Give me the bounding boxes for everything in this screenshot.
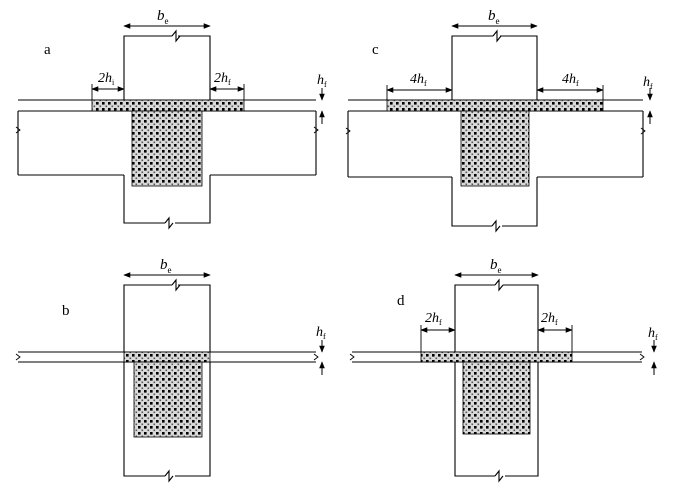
be-symbol-d: be — [490, 257, 502, 275]
left-flange-label-c: 4hf — [410, 72, 427, 88]
column-outline-b — [123, 284, 211, 352]
be-symbol-b: be — [160, 257, 172, 275]
effective-web-a — [131, 110, 203, 187]
column-below-d — [454, 362, 539, 477]
break-mark-right-d — [639, 353, 645, 361]
panel-label-c: c — [372, 42, 379, 58]
right-flange-label-a: 2hf — [214, 71, 231, 87]
column-below-b — [123, 362, 211, 477]
hf-label-c: hf — [643, 75, 653, 91]
be-symbol-c: be — [488, 8, 500, 26]
column-below-break-c — [491, 219, 501, 233]
effective-web-c — [460, 110, 530, 187]
effective-web-b — [133, 361, 203, 438]
column-below-break-b — [164, 469, 174, 483]
panel-label-d: d — [397, 293, 405, 309]
column-outline-d — [454, 284, 539, 352]
break-mark-left-b — [15, 353, 21, 361]
break-mark-right-c — [640, 127, 646, 135]
panel-c: c be 4hf 4hf hf — [345, 8, 653, 233]
effective-web-d — [462, 361, 531, 435]
break-mark-right-a — [313, 126, 319, 134]
column-outline-a — [123, 35, 211, 100]
panel-label-a: a — [44, 42, 51, 58]
panel-label-b: b — [62, 303, 70, 319]
left-flange-label-a: 2hi — [98, 71, 115, 87]
column-break-mark-a — [171, 29, 181, 43]
effective-flange-a — [91, 99, 245, 112]
hf-label-d: hf — [648, 326, 658, 342]
effective-flange-d — [420, 351, 573, 363]
break-mark-right-b — [313, 353, 319, 361]
left-flange-label-d: 2hf — [425, 311, 442, 327]
right-flange-label-c: 4hf — [562, 72, 579, 88]
hf-label-a: hf — [317, 73, 327, 89]
column-below-c — [451, 177, 538, 227]
column-below-break-a — [164, 216, 174, 230]
break-mark-left-a — [15, 126, 21, 134]
hf-label-b: hf — [316, 325, 326, 341]
column-break-mark-b — [171, 278, 181, 292]
column-break-mark-c — [492, 29, 502, 43]
column-outline-c — [451, 35, 538, 100]
column-break-mark-d — [494, 278, 504, 292]
effective-flange-c — [386, 99, 604, 112]
panel-a: a be 2hi 2hf hf — [15, 8, 327, 230]
effective-flange-b — [123, 351, 211, 363]
panel-b: b be hf — [15, 257, 326, 483]
right-flange-label-d: 2hf — [541, 311, 558, 327]
break-mark-left-c — [345, 127, 351, 135]
break-mark-left-d — [349, 353, 355, 361]
panel-d: d be 2hf 2hf hf — [349, 257, 658, 483]
column-below-break-d — [494, 469, 504, 483]
be-symbol-a: be — [157, 8, 169, 26]
column-below-a — [123, 175, 211, 224]
